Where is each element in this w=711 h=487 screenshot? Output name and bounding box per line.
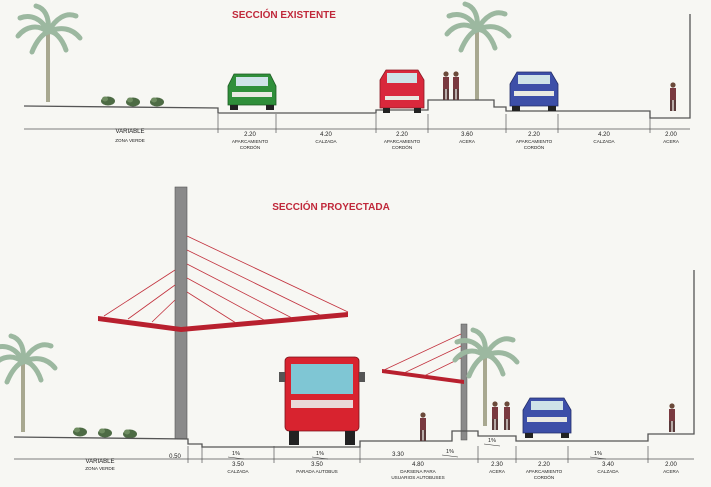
projected-dimensions: VARIABLE ZONA VERDE 0.50 3.50 CALZADA 3.… [85, 446, 680, 480]
bush-icon [98, 428, 112, 438]
dim-value: 2.20 [396, 132, 408, 138]
dim-value: 4.20 [598, 132, 610, 138]
dim-value: 3.50 [311, 462, 323, 468]
slope-label: 1% [594, 451, 602, 457]
canopy-pylon [174, 186, 188, 440]
dim-value: 2.20 [244, 132, 256, 138]
dim-label: ACERA [663, 139, 680, 144]
bush-icon [73, 427, 87, 437]
person-icon [453, 71, 459, 100]
dim-label: APARCAMIENTO [516, 139, 553, 144]
dim-label: APARCAMIENTO [232, 139, 269, 144]
dim-value: 3.60 [461, 132, 473, 138]
projected-bushes [73, 427, 137, 439]
dim-value: 3.30 [392, 452, 404, 458]
projected-section-title: SECCIÓN PROYECTADA [272, 200, 390, 213]
dim-value: 2.20 [538, 462, 550, 468]
dim-label: ZONA VERDE [85, 466, 115, 471]
dim-label: CORDÓN [240, 144, 260, 150]
car-blue [509, 71, 559, 111]
dim-label: ACERA [663, 469, 680, 474]
person-icon [669, 403, 675, 432]
person-icon [420, 412, 426, 441]
dim-label: CORDÓN [392, 144, 412, 150]
car-green [227, 73, 277, 110]
dim-value: VARIABLE [86, 459, 115, 465]
car-red [379, 69, 425, 113]
person-icon [443, 71, 449, 100]
bush-icon [150, 97, 164, 107]
dim-label: CORDÓN [534, 474, 554, 480]
dim-value: 2.20 [528, 132, 540, 138]
existing-dimensions: VARIABLE ZONA VERDE 2.20 APARCAMIENTO CO… [115, 114, 680, 150]
slope-label: 1% [232, 451, 240, 457]
dim-label: CALZADA [227, 469, 249, 474]
bush-icon [123, 429, 137, 439]
person-icon [670, 82, 676, 111]
dim-label: APARCAMIENTO [384, 139, 421, 144]
existing-section-title: SECCIÓN EXISTENTE [232, 8, 336, 21]
bus [279, 356, 365, 445]
dim-value: 2.00 [665, 132, 677, 138]
dim-label: CORDÓN [524, 144, 544, 150]
bush-icon [126, 97, 140, 107]
dim-value: 2.00 [665, 462, 677, 468]
dim-label: ZONA VERDE [115, 138, 145, 143]
projected-palms [0, 330, 517, 432]
dim-label: ACERA [489, 469, 506, 474]
dim-value: VARIABLE [116, 129, 145, 135]
dim-label: APARCAMIENTO [526, 469, 563, 474]
car-blue-projected [522, 397, 572, 438]
dim-label: USUARIOS AUTOBUSES [391, 475, 444, 480]
dim-value: 3.40 [602, 462, 614, 468]
dim-value: 0.50 [169, 454, 181, 460]
existing-ground-profile [23, 14, 691, 119]
dim-label: CALZADA [315, 139, 337, 144]
dim-label: PARADA AUTOBUS [296, 469, 337, 474]
person-icon [504, 401, 510, 430]
projected-ground-profile [13, 270, 695, 448]
dim-label: DARSENA PARA [400, 469, 436, 474]
slope-markers: 1% 1% 1% 1% 1% [227, 438, 607, 460]
slope-label: 1% [446, 449, 454, 455]
canopy-cables [103, 235, 349, 324]
dim-label: CALZADA [597, 469, 619, 474]
dim-value: 4.20 [320, 132, 332, 138]
dim-label: CALZADA [593, 139, 615, 144]
existing-bushes [101, 96, 164, 107]
dim-value: 4.80 [412, 462, 424, 468]
slope-label: 1% [488, 438, 496, 444]
large-canopy [98, 186, 349, 440]
dim-value: 3.50 [232, 462, 244, 468]
palm-tree-icon [0, 336, 55, 432]
dim-value: 2.30 [491, 462, 503, 468]
slope-label: 1% [316, 451, 324, 457]
dim-label: ACERA [459, 139, 476, 144]
bush-icon [101, 96, 115, 106]
small-canopy [382, 323, 468, 441]
palm-tree-icon [18, 6, 80, 102]
person-icon [492, 401, 498, 430]
